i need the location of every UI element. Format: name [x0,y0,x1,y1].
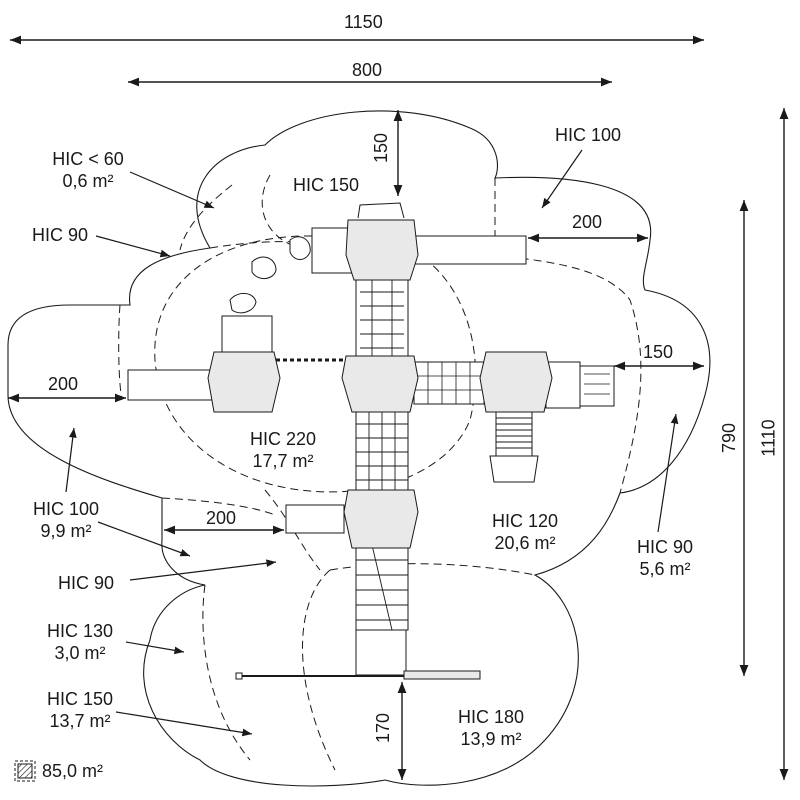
zone-label-hic-120: HIC 120 20,6 m² [470,510,580,554]
dim-right-upper-clearance: 200 [572,212,603,232]
zone-label-hic-90-right: HIC 90 5,6 m² [620,536,710,580]
zone-label-hic-100-top-right: HIC 100 [540,124,636,146]
zone-title: HIC 120 [491,511,559,531]
zone-label-hic-150-bottom: HIC 150 13,7 m² [30,688,130,732]
zone-label-hic-100-left: HIC 100 9,9 m² [16,498,116,542]
zone-label-hic-130: HIC 130 3,0 m² [30,620,130,664]
zone-label-hic-lt60: HIC < 60 0,6 m² [40,148,136,192]
net-middle [356,410,408,490]
zone-area: 5,6 m² [639,559,691,579]
dimension-lines [8,35,789,780]
dim-top-clearance: 150 [371,132,392,164]
dim-structure-width: 800 [352,60,383,80]
zone-title: HIC 90 [57,573,115,593]
zone-label-hic-180: HIC 180 13,9 m² [436,706,546,750]
dim-structure-height: 790 [719,422,740,454]
zone-label-hic-90-upper-left: HIC 90 [18,224,102,246]
legend: 85,0 m² [14,760,103,782]
leader-arrows [65,149,679,737]
zone-area: 17,7 m² [252,451,314,471]
right-ladder [584,373,610,395]
zone-label-hic-90-left: HIC 90 [44,572,128,594]
zone-title: HIC 100 [32,499,100,519]
ladder-lower [356,544,408,631]
safety-zone-outline [7,110,711,787]
zone-title: HIC 180 [457,707,525,727]
dim-total-height: 1110 [758,419,779,457]
dim-left-mid-clearance: 200 [48,374,79,394]
zone-area: 9,9 m² [40,521,92,541]
zone-label-hic-150-top: HIC 150 [278,174,374,196]
play-structure [127,202,615,680]
legend-total-area: 85,0 m² [42,760,104,781]
dim-right-mid-clearance: 150 [643,342,674,362]
zone-area: 0,6 m² [62,171,114,191]
zone-title: HIC 90 [636,537,694,557]
hatched-square-icon [14,760,36,782]
zone-title: HIC 90 [31,225,89,245]
dim-left-lower-clearance: 200 [206,508,237,528]
bridge-net [414,362,484,404]
dim-total-width: 1150 [344,12,383,32]
zone-area: 13,7 m² [49,711,111,731]
dim-bottom-clearance: 170 [373,712,394,744]
zone-area: 13,9 m² [460,729,522,749]
zone-title: HIC < 60 [52,149,124,169]
zone-area: 3,0 m² [54,643,106,663]
tube-rings [496,417,532,449]
zone-title: HIC 150 [292,175,360,195]
zone-label-hic-220: HIC 220 17,7 m² [228,428,338,472]
zone-title: HIC 150 [46,689,114,709]
zone-title: HIC 130 [46,621,114,641]
zone-title: HIC 100 [554,125,622,145]
ladder-upper [360,268,404,358]
zone-title: HIC 220 [249,429,317,449]
zone-area: 20,6 m² [494,533,556,553]
